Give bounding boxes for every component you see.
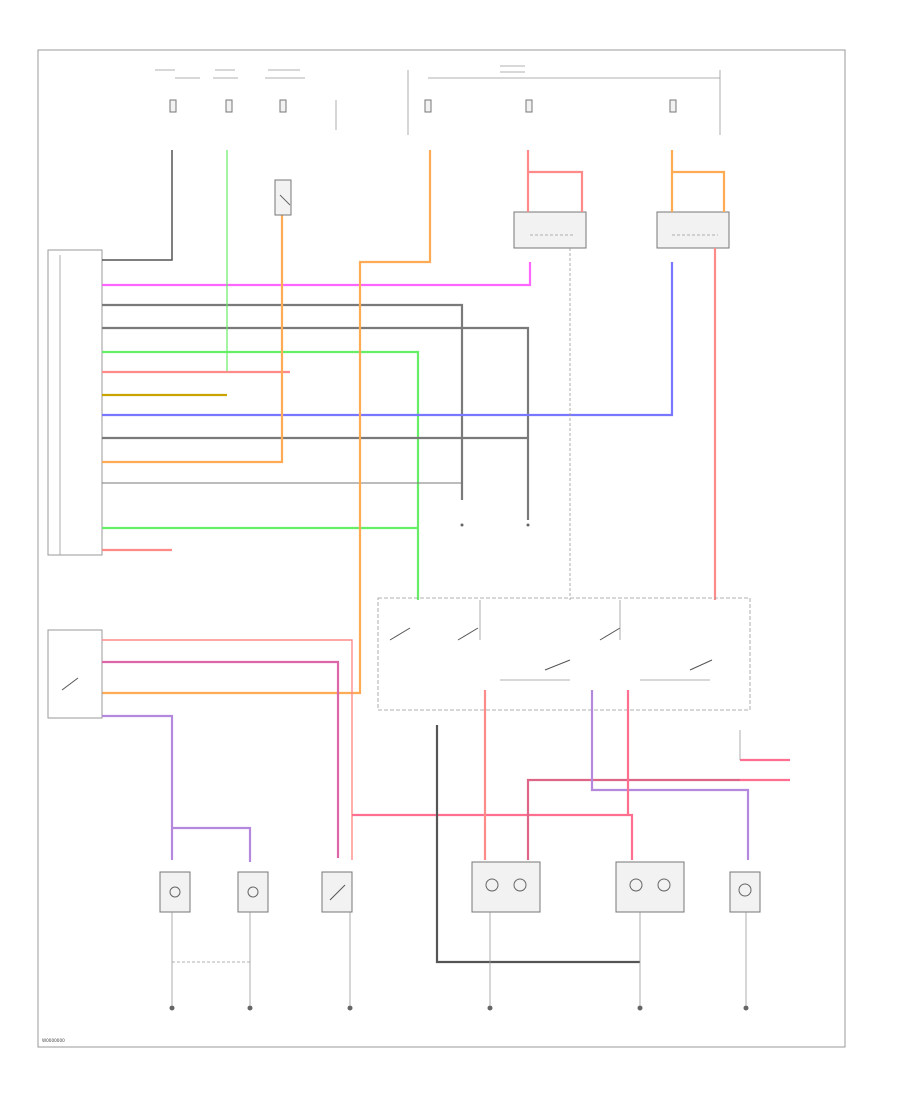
footer-code: W0000000	[42, 1038, 65, 1043]
ground-wires-bottom	[169, 912, 749, 1011]
right-low-lamp	[237, 871, 269, 913]
ground-points-middle	[460, 523, 530, 527]
right-headlamp-relay	[656, 150, 730, 600]
high-beam-indicator	[729, 871, 761, 913]
headlamp-control-module	[47, 249, 103, 556]
lower-wires	[352, 690, 790, 964]
combination-switch	[377, 597, 751, 711]
left-headlamp-relay	[513, 150, 587, 600]
left-headlamp	[471, 861, 541, 913]
fuse-symbols	[169, 99, 677, 113]
fuse-block-top	[155, 65, 721, 135]
left-low-lamp	[159, 871, 191, 913]
headlamp-relay-small	[274, 179, 292, 216]
right-headlamp	[615, 861, 685, 913]
diagram-border	[37, 49, 846, 1048]
module-wires	[102, 150, 674, 600]
headlamp-leveling-switch	[321, 871, 353, 913]
orange-wire-main	[102, 150, 432, 695]
headlamp-switch	[47, 629, 353, 862]
